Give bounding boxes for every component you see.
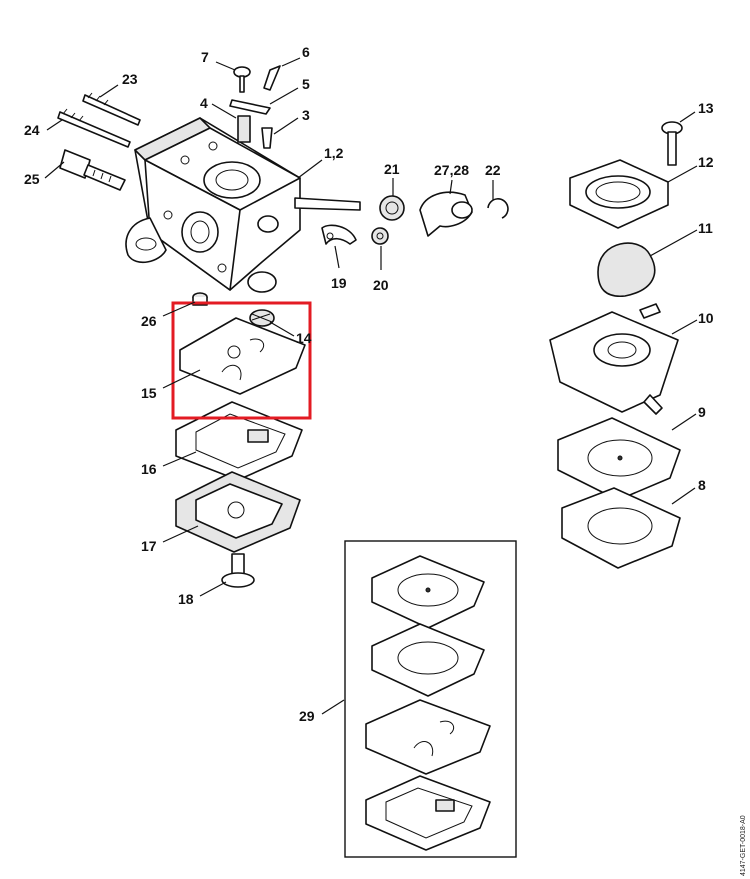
callout-14: 14 [296, 330, 312, 346]
kit-metering-diaphragm [365, 699, 491, 775]
callout-labels: 23 24 25 7 6 5 4 3 1,2 21 27,28 22 19 20… [24, 44, 714, 724]
kit-gasket [371, 623, 485, 697]
callout-7: 7 [201, 49, 209, 65]
fitting-25[interactable] [59, 149, 126, 191]
cover-12[interactable] [569, 159, 669, 229]
strainer-14[interactable] [249, 309, 275, 327]
callout-22: 22 [485, 162, 501, 178]
callout-25: 25 [24, 171, 40, 187]
carburetor-body[interactable] [125, 117, 361, 293]
callout-3: 3 [302, 107, 310, 123]
callout-19: 19 [331, 275, 347, 291]
leader-lines [44, 57, 698, 715]
primer-bulb-11[interactable] [597, 242, 656, 297]
callout-16: 16 [141, 461, 157, 477]
screw-13[interactable] [661, 121, 683, 166]
gasket-8[interactable] [561, 487, 681, 569]
callout-8: 8 [698, 477, 706, 493]
diaphragm-15[interactable] [179, 317, 306, 395]
diaphragm-9[interactable] [557, 417, 681, 501]
callout-11: 11 [698, 220, 713, 236]
adjusting-screw-24[interactable] [57, 108, 131, 148]
adjusting-screw-23[interactable] [82, 92, 141, 126]
callout-20: 20 [373, 277, 389, 293]
clip-22[interactable] [487, 198, 509, 219]
screw-18[interactable] [221, 553, 255, 588]
callout-12: 12 [698, 154, 714, 170]
callout-26: 26 [141, 313, 157, 329]
lever-5[interactable] [229, 99, 271, 115]
callout-15: 15 [141, 385, 157, 401]
pin-6[interactable] [263, 65, 281, 91]
highlight-frame [171, 301, 312, 420]
plug-26[interactable] [192, 292, 208, 306]
callout-29: 29 [299, 708, 315, 724]
metering-cover-17[interactable] [175, 471, 301, 553]
callout-9: 9 [698, 404, 706, 420]
gasket-kit-29-box[interactable] [344, 540, 517, 858]
spring-21[interactable] [379, 195, 405, 221]
callout-24: 24 [24, 122, 40, 138]
callout-27-28: 27,28 [434, 162, 469, 178]
callout-13: 13 [698, 100, 714, 116]
callout-23: 23 [122, 71, 138, 87]
drawing-code: 4147-GET-0018-A0 [740, 815, 747, 876]
kit-metering-gasket [365, 775, 491, 851]
lever-19[interactable] [321, 224, 357, 245]
callout-17: 17 [141, 538, 157, 554]
gasket-16[interactable] [175, 401, 303, 481]
callout-18: 18 [178, 591, 194, 607]
lever-27-28[interactable] [419, 191, 473, 237]
callout-21: 21 [384, 161, 400, 177]
needle-3[interactable] [261, 127, 273, 149]
spring-4[interactable] [237, 115, 251, 143]
nut-20[interactable] [371, 227, 389, 245]
callout-1-2: 1,2 [324, 145, 344, 161]
pump-housing-10[interactable] [549, 303, 679, 415]
callout-6: 6 [302, 44, 310, 60]
callout-5: 5 [302, 76, 310, 92]
screw-7[interactable] [233, 66, 251, 93]
kit-diaphragm [371, 555, 485, 629]
callout-10: 10 [698, 310, 714, 326]
callout-4: 4 [200, 95, 208, 111]
